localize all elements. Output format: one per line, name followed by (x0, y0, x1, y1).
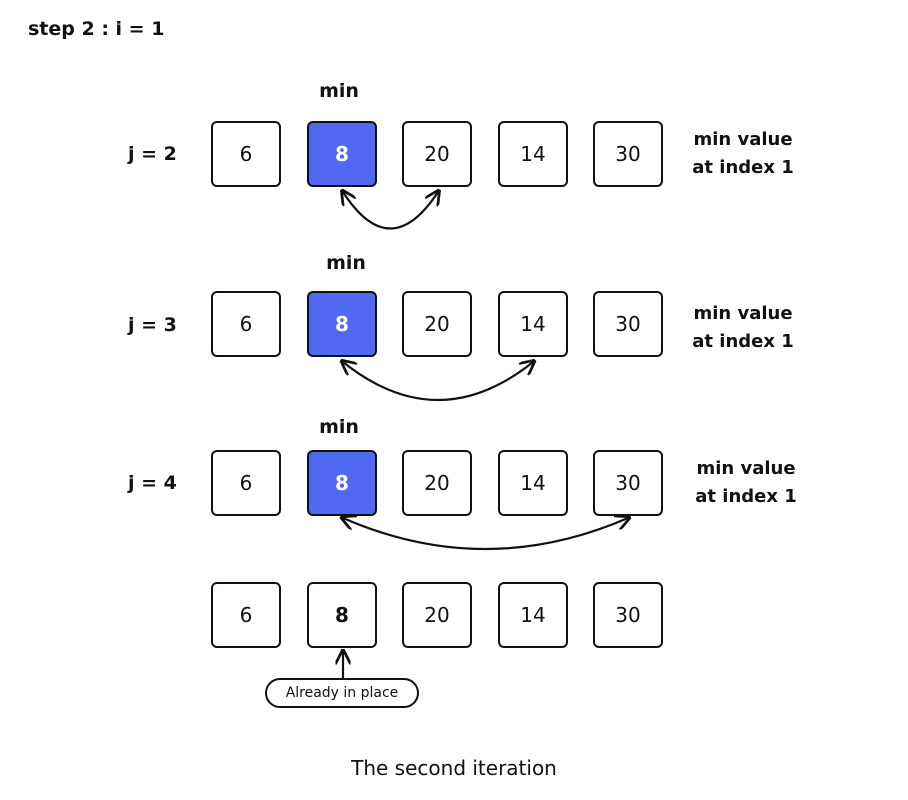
note-row-1-line-2: at index 1 (692, 157, 794, 178)
diagram-caption: The second iteration (351, 756, 557, 780)
cell-row-1-3: 14 (498, 121, 568, 187)
note-row-3: min value at index 1 (686, 455, 806, 511)
final-cell-0: 6 (211, 582, 281, 648)
note-row-2-line-2: at index 1 (692, 331, 794, 352)
j-label-row-3: j = 4 (128, 472, 177, 494)
note-row-3-line-2: at index 1 (695, 486, 797, 507)
min-label-row-1: min (319, 80, 359, 102)
cell-row-2-3: 14 (498, 291, 568, 357)
cell-row-1-1-min: 8 (307, 121, 377, 187)
cell-row-2-0: 6 (211, 291, 281, 357)
step-title: step 2 : i = 1 (28, 18, 165, 40)
cell-row-2-2: 20 (402, 291, 472, 357)
final-cell-4: 30 (593, 582, 663, 648)
cell-row-3-2: 20 (402, 450, 472, 516)
cell-row-3-0: 6 (211, 450, 281, 516)
compare-arrow-row-1 (343, 192, 438, 230)
cell-row-1-0: 6 (211, 121, 281, 187)
compare-arrow-row-2 (343, 362, 533, 402)
cell-row-2-1-min: 8 (307, 291, 377, 357)
note-row-2: min value at index 1 (683, 300, 803, 356)
already-in-place-pill: Already in place (265, 678, 419, 708)
min-label-row-2: min (326, 252, 366, 274)
final-cell-2: 20 (402, 582, 472, 648)
note-row-1: min value at index 1 (683, 126, 803, 182)
note-row-3-line-1: min value (696, 458, 796, 479)
cell-row-1-2: 20 (402, 121, 472, 187)
final-cell-1-in-place: 8 (307, 582, 377, 648)
cell-row-2-4: 30 (593, 291, 663, 357)
final-cell-3: 14 (498, 582, 568, 648)
compare-arrow-row-3 (343, 518, 628, 551)
note-row-2-line-1: min value (693, 303, 793, 324)
min-label-row-3: min (319, 416, 359, 438)
j-label-row-1: j = 2 (128, 143, 177, 165)
j-label-row-2: j = 3 (128, 314, 177, 336)
cell-row-1-4: 30 (593, 121, 663, 187)
cell-row-3-4: 30 (593, 450, 663, 516)
note-row-1-line-1: min value (693, 129, 793, 150)
